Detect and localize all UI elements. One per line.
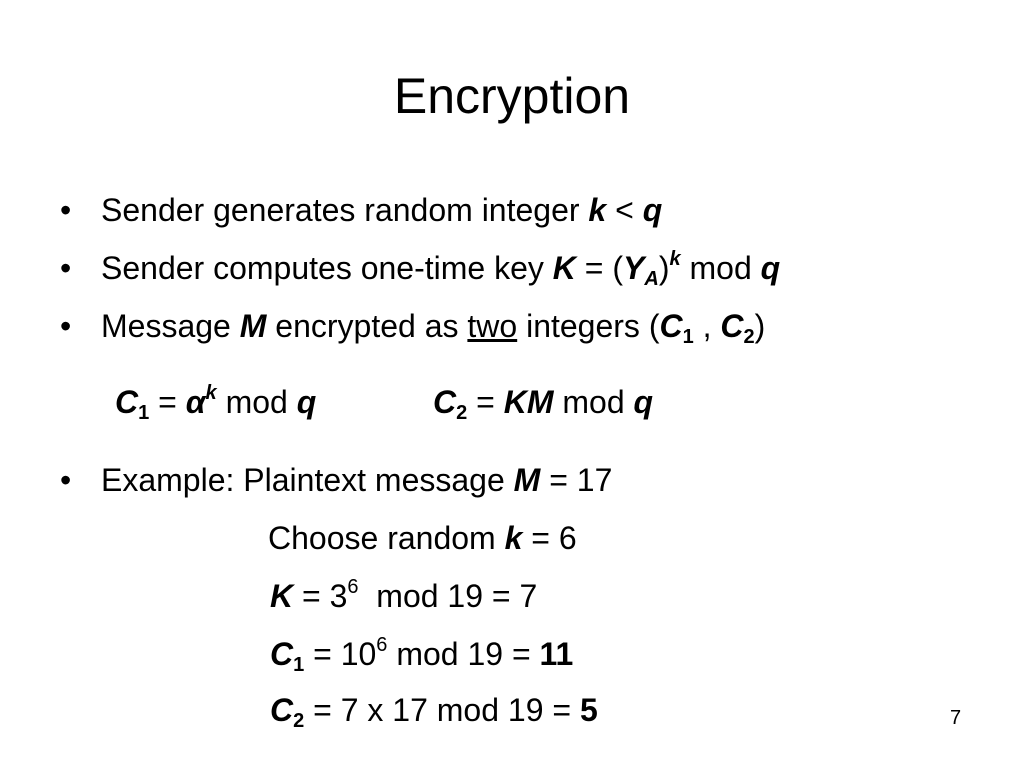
bullet-glyph: • [60,250,72,286]
equation-c2: C2 = KM mod q [433,384,654,424]
example-compute-c1: C1 = 106 mod 19 = 11 [270,634,574,676]
slide-title: Encryption [393,68,631,124]
example-choose-k: Choose random k = 6 [268,520,577,556]
example-compute-K: K = 36 mod 19 = 7 [270,576,538,614]
underlined-two: two [467,308,518,344]
example-compute-c2: C2 = 7 x 17 mod 19 = 5 [270,692,598,732]
equation-c1: C1 = αk mod q [115,382,317,424]
bullet-glyph: • [60,462,72,498]
page-number: 7 [950,707,962,729]
bullet-glyph: • [60,308,72,344]
bullet-example: Example: Plaintext message M = 17 [101,462,613,498]
bullet-one-time-key: Sender computes one-time key K = (YA)k m… [101,248,781,290]
bullet-message-encrypted: Message M encrypted as two integers (C1 … [101,308,766,348]
bullet-glyph: • [60,192,72,228]
bullet-random-integer: Sender generates random integer k < q [101,192,663,228]
